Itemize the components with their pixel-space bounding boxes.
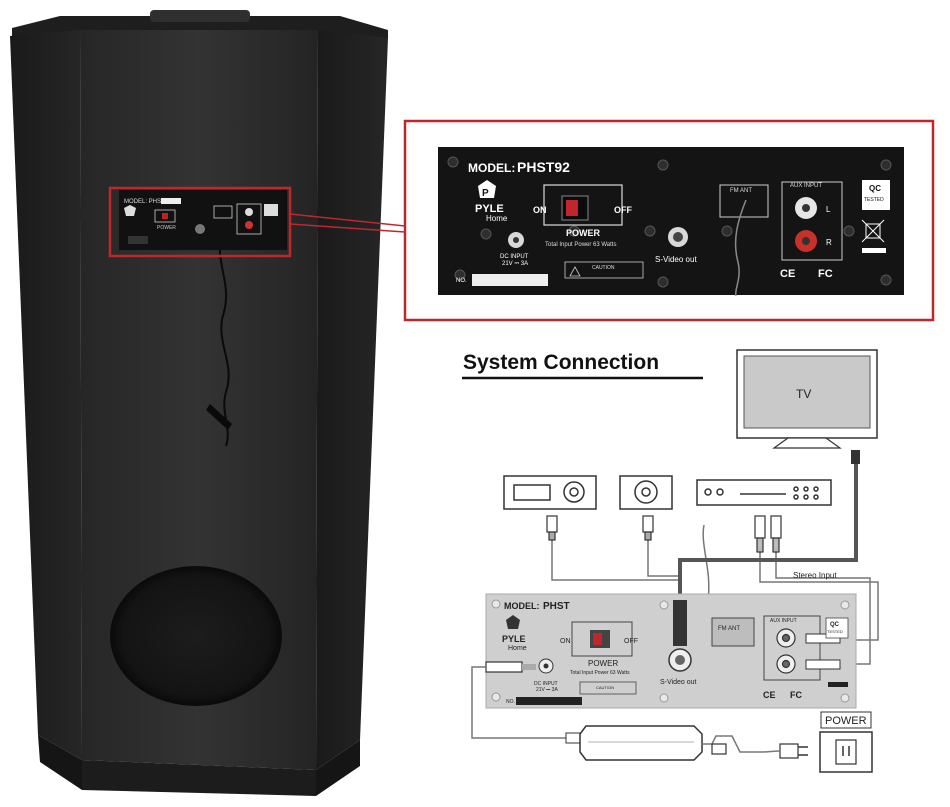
closeup-serial-label: NO. [456, 278, 467, 284]
panel-model-value: PHST [543, 601, 570, 612]
rca-plugs-dvd [754, 515, 782, 553]
panel-serial-label: NO. [506, 699, 515, 705]
fm-ant-box [719, 184, 769, 218]
panel-model-label: MODEL: [504, 601, 540, 611]
system-connection-heading: System Connection [463, 351, 659, 374]
tv-icon [736, 349, 878, 449]
closeup-dc-rating: 21V ⎓ 3A [502, 261, 528, 267]
speaker-top-knob [150, 10, 250, 22]
closeup-caution: CAUTION [592, 265, 615, 271]
panel-pyle-logo-icon [506, 615, 520, 629]
tv-label: TV [796, 387, 811, 401]
stereo-input-label: Stereo Input [793, 571, 837, 580]
small-panel-power: POWER [157, 225, 176, 231]
small-pyle-logo-icon [124, 205, 136, 216]
power-outlet-label: POWER [825, 715, 867, 727]
caution-label [564, 261, 644, 279]
woofer-grille [110, 566, 282, 706]
rca-jack-red-icon [795, 230, 817, 252]
closeup-switch-off: OFF [614, 205, 632, 215]
panel-brand: PYLE [502, 634, 526, 644]
speaker-right-side [316, 30, 388, 770]
qc-sticker [862, 180, 890, 210]
highlight-connector [289, 213, 406, 233]
small-svideo-jack-icon [195, 224, 205, 234]
svg-text:P: P [482, 188, 489, 199]
speaker-tower: MODEL: PHST92 POWER [10, 10, 388, 796]
closeup-svideo: S-Video out [655, 255, 697, 264]
closeup-aux-input: AUX INPUT [790, 183, 822, 189]
radio-icon [503, 475, 597, 510]
panel-qc-sub: TESTED [827, 629, 843, 634]
panel-brand-sub: Home [508, 645, 527, 652]
aux-plug-cd [642, 515, 654, 541]
panel-switch-on: ON [560, 638, 571, 645]
panel-svideo: S-Video out [660, 679, 697, 686]
ac-plug [711, 743, 808, 759]
pyle-logo-icon: P [478, 180, 496, 199]
panel-fc: FC [790, 690, 802, 700]
power-adapter-icon [579, 725, 703, 761]
closeup-ce: CE [780, 268, 795, 280]
panel-rca-plugs [805, 633, 841, 670]
aux-plug-radio [546, 515, 558, 541]
panel-caution: CAUTION [596, 685, 614, 690]
closeup-aux-r: R [826, 238, 832, 247]
closeup-panel: MODEL: PHST92 P PYLE Home ON OFF POWER T… [438, 147, 904, 297]
serial-sticker [472, 274, 548, 286]
panel-dc-input: DC INPUT [534, 681, 558, 687]
small-panel-model: MODEL: PHST92 [124, 199, 172, 205]
rca-jack-white-icon [795, 197, 817, 219]
panel-aux-input: AUX INPUT [770, 618, 797, 624]
speaker-left-side [10, 30, 82, 760]
ac-cable [702, 735, 760, 753]
closeup-brand: PYLE [475, 203, 504, 215]
svideo-plug-tv [851, 450, 860, 464]
closeup-model-value: PHST92 [517, 159, 570, 175]
panel-rca-jack-icons [776, 628, 796, 674]
closeup-brand-sub: Home [486, 214, 508, 223]
cd-player-icon [619, 475, 673, 510]
closeup-fm-ant: FM ANT [730, 188, 752, 194]
closeup-aux-l: L [826, 205, 831, 214]
panel-switch-off: OFF [624, 638, 638, 645]
fm-antenna-wire [218, 231, 230, 447]
closeup-switch-label: POWER [566, 228, 601, 238]
connection-panel: MODEL: PHST PYLE Home ON OFF POWER Total… [485, 593, 857, 709]
dc-cable [471, 666, 566, 739]
wall-outlet-icon [819, 731, 873, 773]
panel-fm-ant: FM ANT [718, 626, 740, 632]
weee-bin-icon [861, 219, 885, 243]
panel-dc-rating: 21V ⎓ 3A [536, 687, 558, 693]
closeup-model-label: MODEL: [468, 161, 515, 175]
panel-power-note: Total Input Power 63 Watts [570, 670, 630, 676]
panel-s-video-jack-icon [668, 600, 692, 672]
dvd-player-icon [696, 479, 832, 506]
panel-qc: QC [830, 622, 840, 628]
aux-input-box [781, 181, 843, 261]
panel-ce: CE [763, 690, 776, 700]
closeup-qc: QC [869, 184, 881, 193]
panel-switch-label: POWER [588, 659, 618, 668]
closeup-fc: FC [818, 268, 833, 280]
closeup-dc-input: DC INPUT [500, 254, 529, 260]
speaker-back-panel: MODEL: PHST92 POWER [119, 190, 287, 250]
closeup-qc-sub: TESTED [864, 197, 884, 203]
closeup-switch-on: ON [533, 205, 547, 215]
highlight-box-small [108, 186, 292, 258]
closeup-power-note: Total Input Power 63 Watts [545, 242, 616, 248]
svideo-cable [678, 464, 858, 600]
